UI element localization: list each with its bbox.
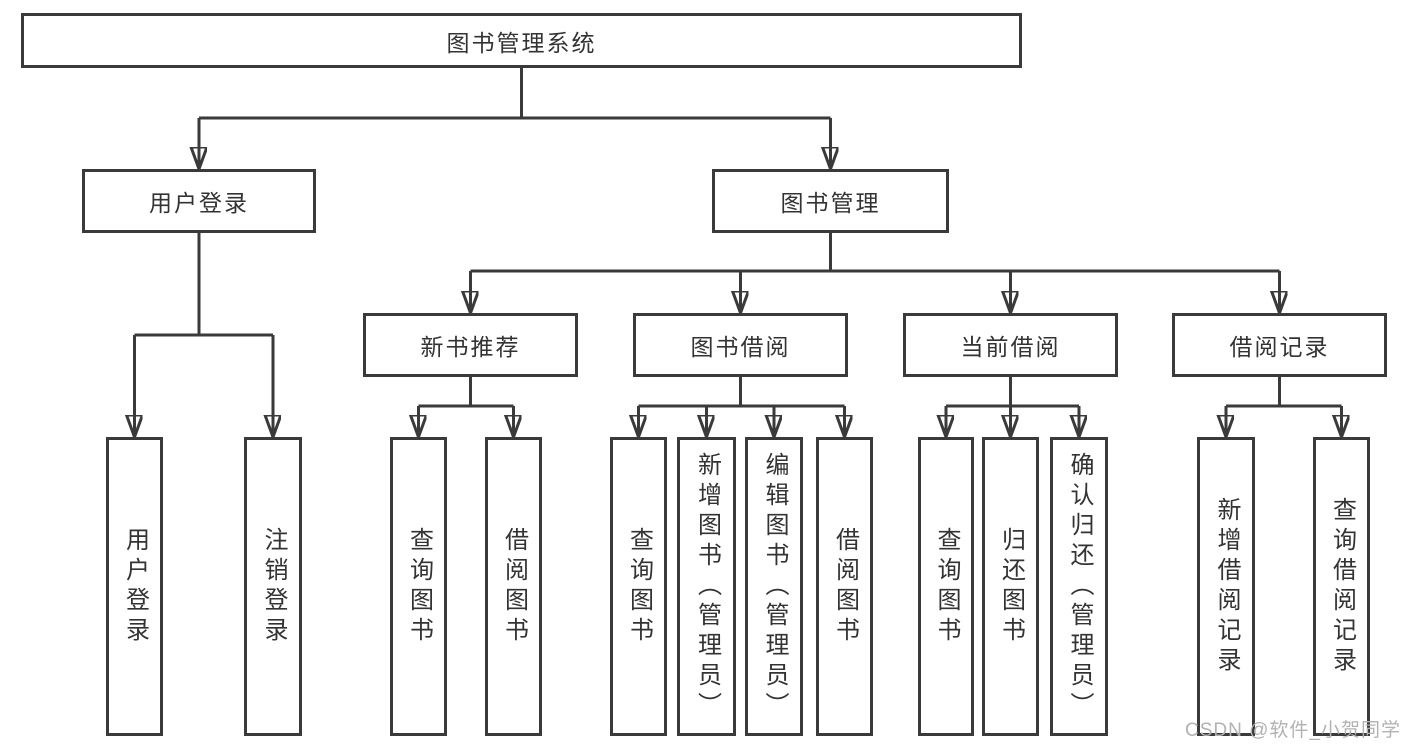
node-book-borrowing: 图书借阅	[633, 313, 848, 377]
node-leaf-edit-books-admin: 编辑图书（管理员）	[745, 437, 803, 736]
node-label: 用户登录	[121, 526, 149, 647]
node-label: 借阅图书	[831, 526, 859, 647]
node-leaf-borrow-books: 借阅图书	[485, 437, 542, 736]
node-leaf-return-books: 归还图书	[982, 437, 1039, 736]
node-leaf-borrow-books-2: 借阅图书	[816, 437, 873, 736]
node-label: 借阅记录	[1229, 334, 1330, 360]
node-label: 图书管理系统	[446, 29, 597, 56]
node-label: 用户登录	[149, 190, 249, 216]
connector	[638, 377, 845, 408]
node-leaf-add-books-admin: 新增图书（管理员）	[677, 437, 736, 736]
connector	[470, 233, 1280, 273]
node-leaf-query-books: 查询图书	[390, 437, 447, 736]
node-user-login: 用户登录	[82, 169, 316, 233]
node-label: 查询图书	[625, 526, 653, 647]
node-label: 查询图书	[933, 526, 960, 647]
node-label: 新增借阅记录	[1213, 496, 1240, 677]
node-new-book-recommend: 新书推荐	[363, 313, 578, 377]
node-label: 确认归还（管理员）	[1066, 451, 1093, 722]
csdn-watermark: CSDN @软件_小贺同学	[1185, 720, 1401, 741]
node-label: 新增图书（管理员）	[693, 451, 721, 722]
node-borrow-records: 借阅记录	[1172, 313, 1387, 377]
node-book-management: 图书管理	[712, 169, 949, 233]
node-leaf-query-borrow-record: 查询借阅记录	[1313, 437, 1370, 736]
node-label: 归还图书	[997, 526, 1025, 647]
node-leaf-confirm-return-admin: 确认归还（管理员）	[1050, 437, 1108, 736]
node-label: 图书借阅	[690, 334, 791, 360]
connector	[418, 377, 514, 408]
node-label: 当前借阅	[960, 334, 1061, 360]
node-leaf-query-books-3: 查询图书	[918, 437, 974, 736]
node-label: 新书推荐	[420, 334, 521, 360]
node-label: 编辑图书（管理员）	[761, 451, 788, 722]
node-label: 图书管理	[780, 190, 881, 216]
node-label: 查询图书	[405, 526, 433, 647]
node-leaf-user-login: 用户登录	[106, 437, 163, 736]
connector	[1226, 377, 1342, 408]
node-leaf-add-borrow-record: 新增借阅记录	[1197, 437, 1255, 736]
node-root-library-system: 图书管理系统	[21, 13, 1022, 68]
node-label: 注销登录	[260, 526, 287, 647]
connector	[199, 68, 831, 120]
connector	[946, 377, 1079, 408]
connector	[134, 233, 273, 337]
node-label: 借阅图书	[500, 526, 528, 647]
node-label: 查询借阅记录	[1328, 496, 1356, 677]
node-leaf-logout: 注销登录	[244, 437, 302, 736]
node-leaf-query-books-2: 查询图书	[610, 437, 667, 736]
node-current-borrowing: 当前借阅	[903, 313, 1118, 377]
